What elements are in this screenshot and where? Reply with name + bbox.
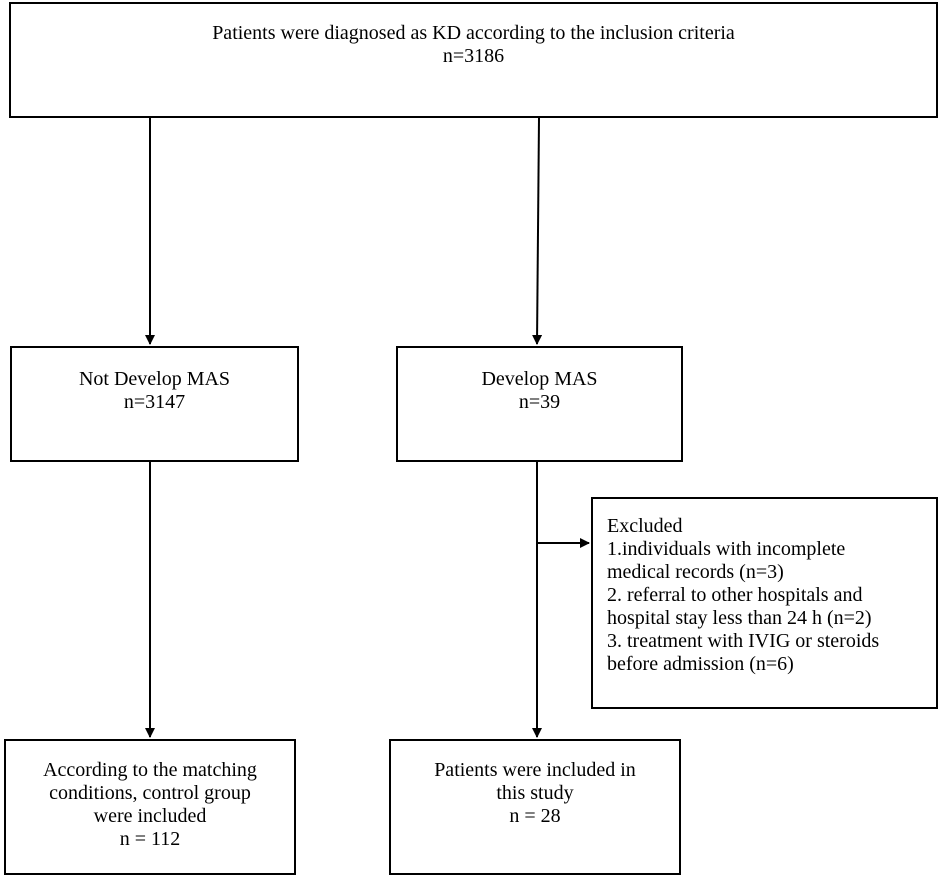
control-line-1: According to the matching bbox=[43, 759, 257, 781]
excluded-reason-2a: 2. referral to other hospitals and bbox=[607, 584, 863, 606]
excluded-reason-2b: hospital stay less than 24 h (n=2) bbox=[607, 607, 872, 629]
excluded-reason-1a: 1.individuals with incomplete bbox=[607, 538, 846, 560]
control-count: n = 112 bbox=[119, 828, 181, 850]
develop-box: Develop MAS n=39 bbox=[396, 346, 683, 462]
not-develop-box: Not Develop MAS n=3147 bbox=[10, 346, 299, 462]
included-box: Patients were included in this study n =… bbox=[389, 739, 681, 875]
not-develop-count: n=3147 bbox=[123, 391, 186, 413]
control-box: According to the matching conditions, co… bbox=[4, 739, 296, 875]
included-line-2: this study bbox=[496, 782, 574, 804]
top-count: n=3186 bbox=[442, 45, 505, 67]
included-line-1: Patients were included in bbox=[434, 759, 636, 781]
excluded-reason-1b: medical records (n=3) bbox=[607, 561, 784, 583]
excluded-heading: Excluded bbox=[607, 515, 683, 537]
develop-count: n=39 bbox=[518, 391, 561, 413]
excluded-box: Excluded 1.individuals with incomplete m… bbox=[591, 497, 938, 709]
not-develop-title: Not Develop MAS bbox=[78, 368, 231, 390]
excluded-reason-3a: 3. treatment with IVIG or steroids bbox=[607, 630, 880, 652]
included-count: n = 28 bbox=[509, 805, 561, 827]
develop-title: Develop MAS bbox=[481, 368, 598, 390]
excluded-reason-3b: before admission (n=6) bbox=[607, 653, 794, 675]
control-line-3: were included bbox=[93, 805, 207, 827]
control-line-2: conditions, control group bbox=[49, 782, 251, 804]
arrow-top-to-develop bbox=[532, 117, 543, 345]
top-box: Patients were diagnosed as KD according … bbox=[9, 2, 938, 118]
top-title: Patients were diagnosed as KD according … bbox=[212, 22, 735, 44]
